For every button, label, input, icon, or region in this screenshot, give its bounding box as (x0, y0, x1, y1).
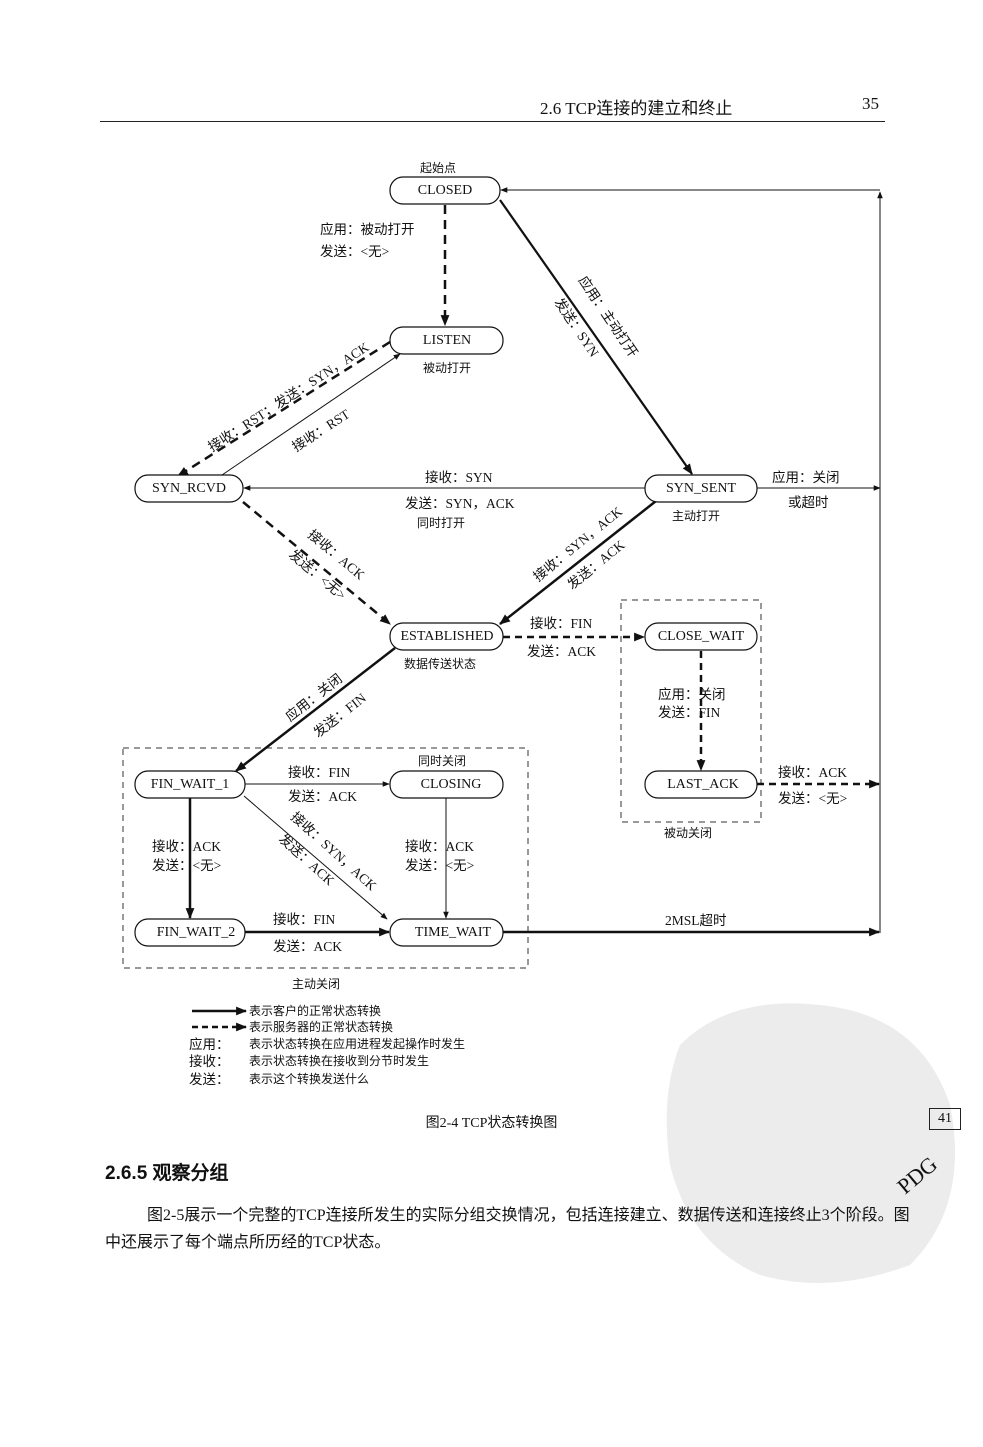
state-last-ack (644, 770, 758, 799)
state-label-syn-rcvd: SYN_RCVD (152, 481, 226, 496)
state-label-fin-wait-2: FIN_WAIT_2 (157, 925, 236, 940)
legend-send-key: 发送： (189, 1072, 230, 1087)
label-fw1-fw2-recv: 接收：ACK (152, 838, 221, 854)
state-syn-rcvd (134, 474, 244, 503)
edge-established-finwait1 (235, 647, 396, 772)
label-fw1-closing-send: 发送：ACK (288, 789, 357, 804)
watermark-seal: PDG (666, 1003, 955, 1283)
label-fw2-timewait-recv: 接收：FIN (273, 911, 336, 927)
label-fw1-fw2-send: 发送：<无> (152, 858, 221, 873)
state-closing (389, 770, 504, 799)
edge-closed-synsent (499, 199, 693, 475)
note-passive-close: 被动关闭 (664, 826, 712, 840)
label-synsent-close-timeout: 或超时 (788, 495, 829, 510)
note-passive-open: 被动打开 (423, 361, 471, 375)
label-synrcvd-listen: 接收：RST (289, 405, 353, 454)
legend-client: 表示客户的正常状态转换 (249, 1003, 381, 1018)
body-paragraph: 图2-5展示一个完整的TCP连接所发生的实际分组交换情况，包括连接建立、数据传送… (105, 1207, 910, 1251)
state-label-fin-wait-1: FIN_WAIT_1 (151, 777, 230, 792)
legend-send-desc: 表示这个转换发送什么 (249, 1071, 369, 1086)
note-active-close: 主动关闭 (292, 977, 340, 991)
legend: 表示客户的正常状态转换 表示服务器的正常状态转换 应用： 表示状态转换在应用进程… (189, 1003, 465, 1087)
header-rule (100, 121, 885, 122)
note-simul-close: 同时关闭 (418, 754, 466, 768)
label-closed-listen-app: 应用：被动打开 (320, 221, 415, 237)
label-lastack-closed-send: 发送：<无> (778, 791, 847, 806)
passive-close-box (620, 599, 762, 823)
page-number: 35 (862, 94, 879, 113)
state-label-established: ESTABLISHED (401, 629, 494, 644)
note-start: 起始点 (420, 161, 456, 175)
legend-recv-key: 接收： (189, 1053, 230, 1069)
label-closing-timewait-recv: 接收：ACK (405, 838, 474, 854)
state-time-wait (389, 918, 504, 947)
label-synsent-synrcvd-send: 发送：SYN，ACK (405, 496, 515, 511)
label-closing-timewait-send: 发送：<无> (405, 858, 474, 873)
section-heading: 2.6.5 观察分组 (105, 1163, 229, 1184)
edge-finwait1-timewait (243, 795, 388, 920)
edge-synrcvd-established (242, 501, 391, 625)
state-close-wait (644, 622, 758, 651)
label-synsent-close-app: 应用：关闭 (772, 469, 840, 485)
label-closewait-lastack-app: 应用：关闭 (658, 686, 726, 702)
state-label-syn-sent: SYN_SENT (666, 481, 736, 496)
label-closed-listen-send: 发送：<无> (320, 244, 389, 259)
state-label-closing: CLOSING (421, 777, 482, 792)
edge-synsent-established (499, 500, 657, 625)
label-est-closewait-send: 发送：ACK (527, 644, 596, 659)
label-fw2-timewait-send: 发送：ACK (273, 939, 342, 954)
legend-recv-desc: 表示状态转换在接收到分节时发生 (249, 1053, 429, 1068)
state-label-close-wait: CLOSE_WAIT (658, 629, 745, 644)
label-synsent-synrcvd-recv: 接收：SYN (425, 469, 493, 485)
state-established (389, 622, 504, 651)
running-header-title: 2.6 TCP连接的建立和终止 (540, 99, 733, 118)
edge-listen-synrcvd (177, 340, 391, 478)
active-close-box (122, 747, 529, 969)
margin-page-number: 41 (929, 1108, 961, 1130)
note-data-transfer: 数据传送状态 (404, 656, 476, 671)
note-simul-open: 同时打开 (417, 516, 465, 530)
note-active-open: 主动打开 (672, 509, 720, 523)
label-listen-synrcvd: 接收：RST；发送：SYN，ACK (205, 338, 372, 455)
state-syn-sent (644, 474, 758, 503)
state-fin-wait-2 (134, 918, 246, 947)
state-closed (389, 176, 501, 205)
label-lastack-closed-recv: 接收：ACK (778, 764, 847, 780)
figure-caption: 图2-4 TCP状态转换图 (425, 1116, 558, 1131)
state-label-closed: CLOSED (418, 183, 472, 198)
state-label-listen: LISTEN (423, 333, 471, 348)
legend-server: 表示服务器的正常状态转换 (249, 1019, 393, 1034)
label-est-closewait-recv: 接收：FIN (530, 615, 593, 631)
edge-synrcvd-listen (221, 353, 401, 476)
label-timewait-2msl: 2MSL超时 (665, 913, 727, 928)
state-listen (389, 326, 504, 355)
state-label-time-wait: TIME_WAIT (415, 925, 492, 940)
state-fin-wait-1 (134, 770, 246, 799)
legend-app-key: 应用： (189, 1036, 230, 1052)
state-label-last-ack: LAST_ACK (667, 777, 739, 792)
legend-app-desc: 表示状态转换在应用进程发起操作时发生 (249, 1036, 465, 1051)
label-fw1-closing-recv: 接收：FIN (288, 764, 351, 780)
label-closewait-lastack-send: 发送：FIN (658, 705, 721, 720)
